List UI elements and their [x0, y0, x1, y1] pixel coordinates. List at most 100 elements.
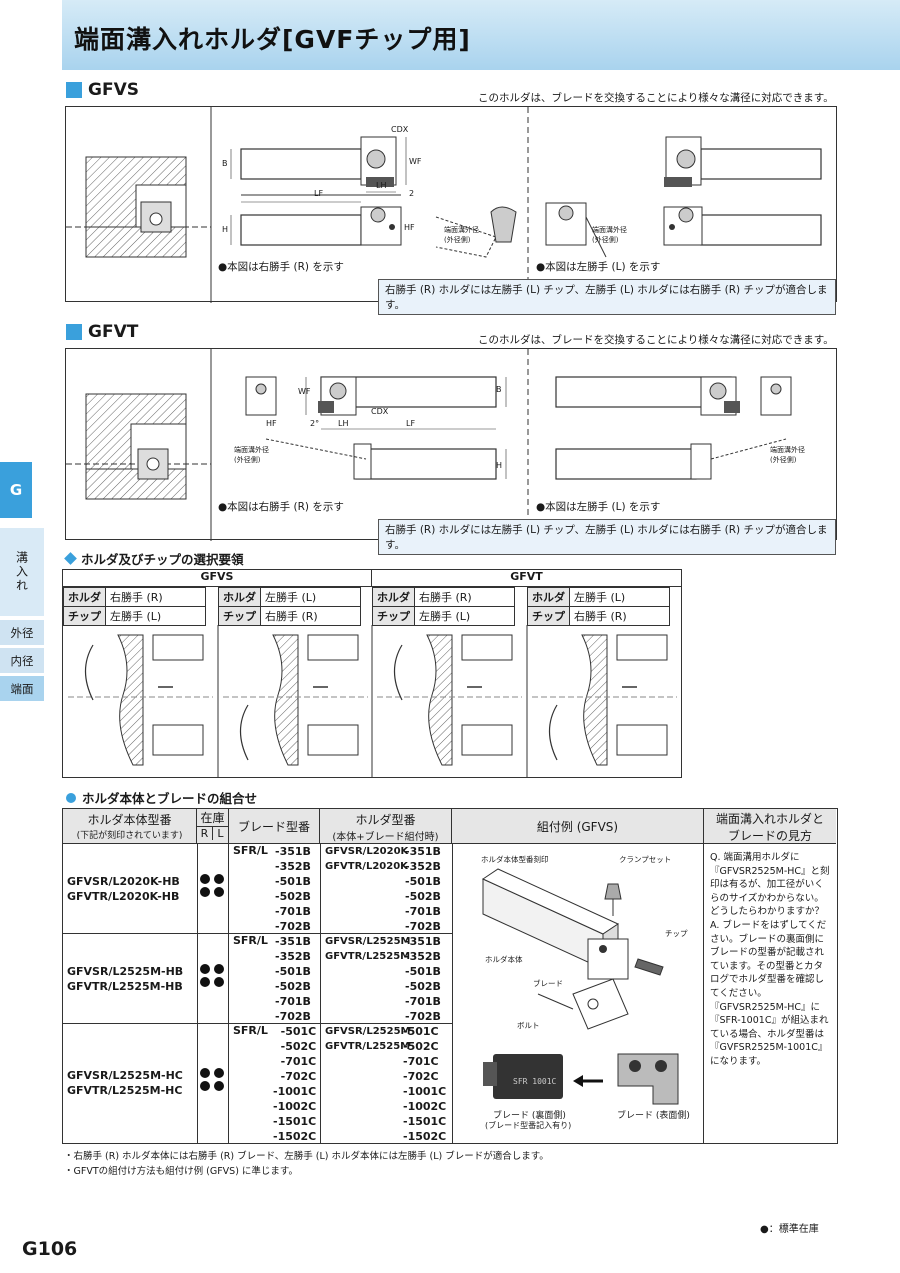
holder-value: 左勝手 (L)	[260, 587, 361, 607]
holder-code: -701C	[403, 1055, 439, 1068]
blade-code: -502B	[275, 980, 311, 993]
chip-label: チップ	[218, 606, 261, 626]
col-guide-header: 端面溝入れホルダと ブレードの見方	[704, 809, 836, 844]
holder-code: -502C	[403, 1040, 439, 1053]
stock-dot-icon	[214, 874, 224, 884]
diagram-gfvs-l	[223, 634, 368, 766]
chip-value: 右勝手 (R)	[569, 606, 670, 626]
dim-hf: HF	[266, 419, 277, 428]
side-item-face[interactable]: 端面	[0, 676, 44, 702]
blade-code: -351B	[275, 935, 311, 948]
blade-code: -501B	[275, 875, 311, 888]
dim-lf: LF	[314, 189, 324, 198]
dim-h: H	[222, 225, 229, 234]
holder-label: ホルダ	[63, 587, 106, 607]
chip-value: 左勝手 (L)	[105, 606, 206, 626]
holder-code: -1502C	[403, 1130, 447, 1143]
chip-label: チップ	[527, 606, 570, 626]
holder-code: -352B	[405, 950, 441, 963]
gfvt-note-r: ●本図は右勝手 (R) を示す	[218, 501, 344, 513]
chip-label: チップ	[63, 606, 106, 626]
holder-code: -501B	[405, 875, 441, 888]
square-bullet-icon	[66, 82, 82, 98]
dim-b: B	[222, 159, 228, 168]
gfvs-note-l: ●本図は左勝手 (L) を示す	[536, 261, 661, 273]
assembly-illustration: SFR 1001C	[481, 868, 679, 1105]
dim-lf: LF	[406, 419, 416, 428]
holder-code: -351B	[405, 935, 441, 948]
chip-label: チップ	[372, 606, 415, 626]
stock-dot-icon	[214, 1081, 224, 1091]
holder-label: ホルダ	[372, 587, 415, 607]
gfvt-drawing	[66, 349, 792, 541]
side-item-outer[interactable]: 外径	[0, 620, 44, 646]
blade-code: -1501C	[273, 1115, 317, 1128]
dia-label-r: 端面溝外径 (外径側)	[444, 226, 479, 244]
body-model: GFVTR/L2525M-HC	[67, 1084, 183, 1097]
selection-title-text: ホルダ及びチップの選択要領	[81, 552, 244, 567]
holder-code: -702B	[405, 920, 441, 933]
holder-header-text: ホルダ型番	[355, 813, 416, 827]
holder-code: -1501C	[403, 1115, 447, 1128]
holder-code: -352B	[405, 860, 441, 873]
blade-code: -701B	[275, 905, 311, 918]
dim-lh: LH	[376, 181, 387, 190]
gfvs-note-r: ●本図は右勝手 (R) を示す	[218, 261, 344, 273]
selection-diagrams	[68, 625, 677, 777]
holder-code: -1002C	[403, 1100, 447, 1113]
gfvt-section-title: GFVT	[66, 322, 138, 342]
dim-wf: WF	[409, 157, 422, 166]
holder-name: GFVSR/L2525M	[325, 1026, 411, 1037]
holder-code: -702B	[405, 1010, 441, 1023]
blade-code: -352B	[275, 950, 311, 963]
holder-code: -1001C	[403, 1085, 447, 1098]
stock-dot-icon	[200, 977, 210, 987]
stock-cell	[197, 844, 229, 934]
example-panel: SFR 1001C ホルダ本体型番刻印 クランプセット チップ ホルダ本体 ブレ…	[452, 844, 704, 1143]
combo-title: ホルダ本体とブレードの組合せ	[66, 788, 257, 807]
stock-dot-icon	[214, 964, 224, 974]
gfvs-drawing-box: LF LH CDX B WF 2 H HF 端面溝外径 (外径側) 端面溝外径 …	[65, 106, 837, 315]
dim-cdx: CDX	[391, 125, 409, 134]
gfvt-note-l: ●本図は左勝手 (L) を示す	[536, 501, 661, 513]
header-band	[62, 0, 900, 70]
dim-wf: WF	[298, 387, 311, 396]
page-number: G106	[22, 1238, 78, 1260]
holder-value: 右勝手 (R)	[414, 587, 515, 607]
square-bullet-icon	[66, 324, 82, 340]
gfvs-compat-note: 右勝手 (R) ホルダには左勝手 (L) チップ、左勝手 (L) ホルダには右勝…	[378, 279, 836, 315]
holder-code: -702C	[403, 1070, 439, 1083]
blade-stamp-text: SFR 1001C	[513, 1077, 557, 1086]
sel-col-3: ホルダ右勝手 (R) チップ左勝手 (L)	[372, 587, 527, 626]
blade-code: -1001C	[273, 1085, 317, 1098]
chip-value: 左勝手 (L)	[414, 606, 515, 626]
stock-dot-icon	[214, 977, 224, 987]
dim-two: 2°	[310, 419, 320, 428]
body-model: GFVSR/L2020K-HB	[67, 875, 180, 888]
label-stamp: ホルダ本体型番刻印	[481, 855, 549, 864]
stock-dot-icon	[200, 874, 210, 884]
diagram-gfvt-r	[377, 634, 522, 766]
holder-value: 左勝手 (L)	[569, 587, 670, 607]
gfvt-description: このホルダは、ブレードを交換することにより様々な溝径に対応できます。	[478, 334, 834, 346]
col-example-header: 組付例 (GFVS)	[452, 809, 704, 844]
body-model: GFVTR/L2525M-HB	[67, 980, 183, 993]
body-header-sub: (下記が刻印されています)	[76, 831, 183, 841]
gfvt-compat-note: 右勝手 (R) ホルダには左勝手 (L) チップ、左勝手 (L) ホルダには右勝…	[378, 519, 836, 555]
blade-code: -1502C	[273, 1130, 317, 1143]
diagram-gfvs-r	[68, 634, 213, 766]
holder-label: ホルダ	[527, 587, 570, 607]
stock-dot-icon	[200, 1081, 210, 1091]
blade-code: -702B	[275, 1010, 311, 1023]
holder-code: -502B	[405, 890, 441, 903]
footnote-2: ・GFVTの組付け方法も組付け例 (GFVS) に準じます。	[64, 1166, 298, 1177]
side-tab-g[interactable]: G	[0, 462, 32, 518]
label-blade: ブレード	[533, 979, 563, 988]
holder-code: -501C	[403, 1025, 439, 1038]
side-item-inner[interactable]: 内径	[0, 648, 44, 674]
footnote-1: ・右勝手 (R) ホルダ本体には右勝手 (R) ブレード、左勝手 (L) ホルダ…	[64, 1151, 549, 1162]
